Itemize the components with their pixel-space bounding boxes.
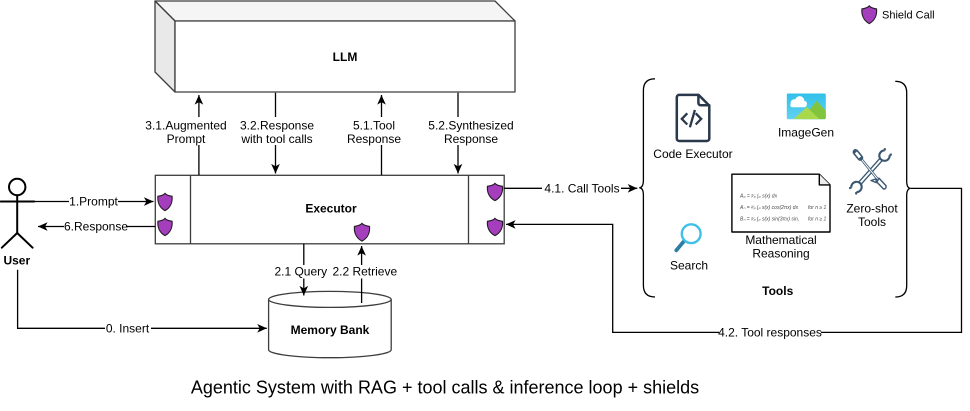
svg-text:4.1. Call Tools: 4.1. Call Tools: [544, 181, 619, 195]
svg-text:Tools: Tools: [858, 215, 886, 229]
svg-text:Agentic System with RAG + tool: Agentic System with RAG + tool calls & i…: [191, 378, 699, 398]
svg-text:1.Prompt: 1.Prompt: [69, 195, 118, 209]
svg-text:Mathematical: Mathematical: [745, 233, 816, 247]
svg-text:6.Response: 6.Response: [64, 220, 128, 234]
svg-text:Zero-shot: Zero-shot: [846, 202, 898, 216]
svg-text:Prompt: Prompt: [167, 132, 206, 146]
svg-text:Aₙ = ²∕ₚ ∫ₚ s(x) cos(2πx) dx: Aₙ = ²∕ₚ ∫ₚ s(x) cos(2πx) dx: [739, 205, 799, 211]
svg-text:Response: Response: [347, 132, 401, 146]
svg-text:with tool calls: with tool calls: [240, 132, 312, 146]
svg-text:Reasoning: Reasoning: [752, 247, 809, 261]
svg-text:3.1.Augmented: 3.1.Augmented: [145, 119, 226, 133]
svg-text:Shield Call: Shield Call: [882, 10, 935, 22]
svg-text:2.1 Query: 2.1 Query: [274, 265, 327, 279]
svg-text:for n ≥ 1: for n ≥ 1: [808, 217, 827, 223]
svg-text:4.2. Tool responses: 4.2. Tool responses: [718, 325, 822, 339]
svg-text:3.2.Response: 3.2.Response: [240, 119, 314, 133]
svg-text:Executor: Executor: [305, 202, 357, 216]
svg-text:Tools: Tools: [762, 284, 793, 298]
svg-text:5.1.Tool: 5.1.Tool: [353, 119, 395, 133]
svg-text:2.2 Retrieve: 2.2 Retrieve: [332, 265, 397, 279]
svg-text:Bₙ = ²∕ₚ ∫ₚ s(x) sin(3πx) sin,: Bₙ = ²∕ₚ ∫ₚ s(x) sin(3πx) sin,: [740, 217, 799, 223]
svg-text:5.2.Synthesized: 5.2.Synthesized: [428, 119, 513, 133]
svg-text:User: User: [3, 254, 30, 268]
svg-text:A₀ = ²∕ₚ ∫ₚ s(x) dx: A₀ = ²∕ₚ ∫ₚ s(x) dx: [739, 194, 778, 200]
svg-text:Response: Response: [444, 132, 498, 146]
svg-text:0. Insert: 0. Insert: [106, 321, 150, 335]
svg-text:Memory Bank: Memory Bank: [291, 323, 370, 337]
svg-text:ImageGen: ImageGen: [778, 126, 834, 140]
svg-text:Search: Search: [670, 259, 708, 273]
svg-text:Code Executor: Code Executor: [653, 147, 732, 161]
svg-text:for n ≥ 1: for n ≥ 1: [808, 205, 827, 211]
svg-text:LLM: LLM: [333, 50, 358, 64]
